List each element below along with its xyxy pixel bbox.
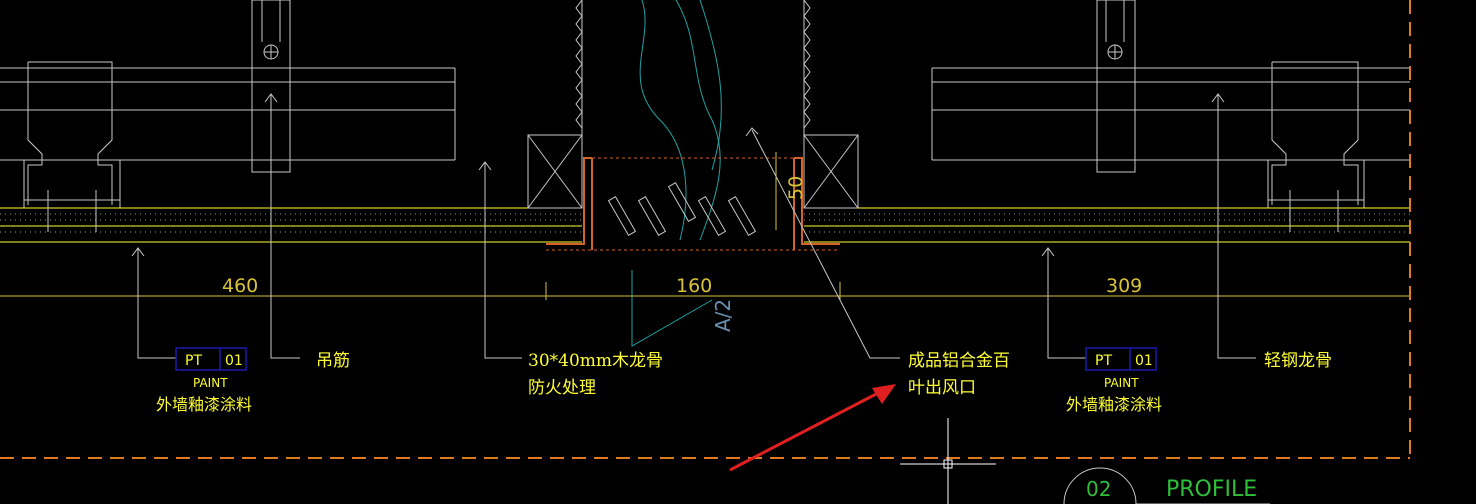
left-tag-type: PAINT: [193, 376, 228, 390]
flex-duct-lines: [639, 0, 722, 241]
dim-vent-height: 50: [785, 176, 807, 200]
hanger-label: 吊筋: [316, 351, 350, 371]
steel-keel-label: 轻钢龙骨: [1264, 351, 1332, 371]
vent-label-1: 成品铝合金百: [908, 351, 1010, 371]
right-tag-code: PT: [1095, 353, 1112, 369]
right-tag-type: PAINT: [1104, 376, 1139, 390]
left-ceiling-assembly: [0, 0, 456, 209]
vent-frame-thin: [546, 157, 840, 251]
leader-lines: [131, 93, 1256, 359]
louver-blades: [607, 181, 757, 237]
dim-left-width: 460: [222, 275, 258, 297]
left-tag-desc: 外墙釉漆涂料: [156, 395, 252, 414]
title-block-title: PROFILE: [1166, 477, 1257, 502]
bolt-symbol-icon: [263, 44, 1123, 60]
crosshair-cursor-icon: [900, 418, 996, 504]
board-hatch: [0, 213, 1410, 233]
wood-keel-label-1: 30*40mm木龙骨: [528, 351, 663, 371]
wood-keel-label-2: 防火处理: [528, 378, 596, 398]
ceiling-board-right: [804, 207, 1410, 243]
vent-frame-orange: [546, 157, 840, 250]
vent-duct-bellows: [527, 0, 859, 209]
right-ceiling-assembly: [931, 0, 1410, 209]
title-block: [1063, 467, 1270, 504]
right-tag-number: 01: [1135, 353, 1153, 369]
right-material-tag[interactable]: PT 01 PAINT: [1085, 347, 1157, 390]
vent-label-2: 叶出风口: [908, 378, 976, 398]
dimension-line: [0, 152, 1410, 300]
section-mark-label: A/2: [711, 299, 735, 332]
dim-right-width: 309: [1106, 275, 1142, 297]
title-block-number: 02: [1086, 477, 1111, 501]
section-triangle: [631, 270, 713, 347]
left-material-tag[interactable]: PT 01 PAINT: [175, 347, 247, 390]
right-tag-desc: 外墙釉漆涂料: [1066, 395, 1162, 414]
red-pointer-arrow-icon: [729, 384, 896, 472]
left-tag-code: PT: [185, 353, 202, 369]
dim-middle-width: 160: [676, 275, 712, 297]
screw-fasteners: [47, 190, 1339, 232]
left-tag-number: 01: [225, 353, 243, 369]
ceiling-board-left: [0, 207, 582, 243]
drawing-border: [0, 0, 1411, 459]
